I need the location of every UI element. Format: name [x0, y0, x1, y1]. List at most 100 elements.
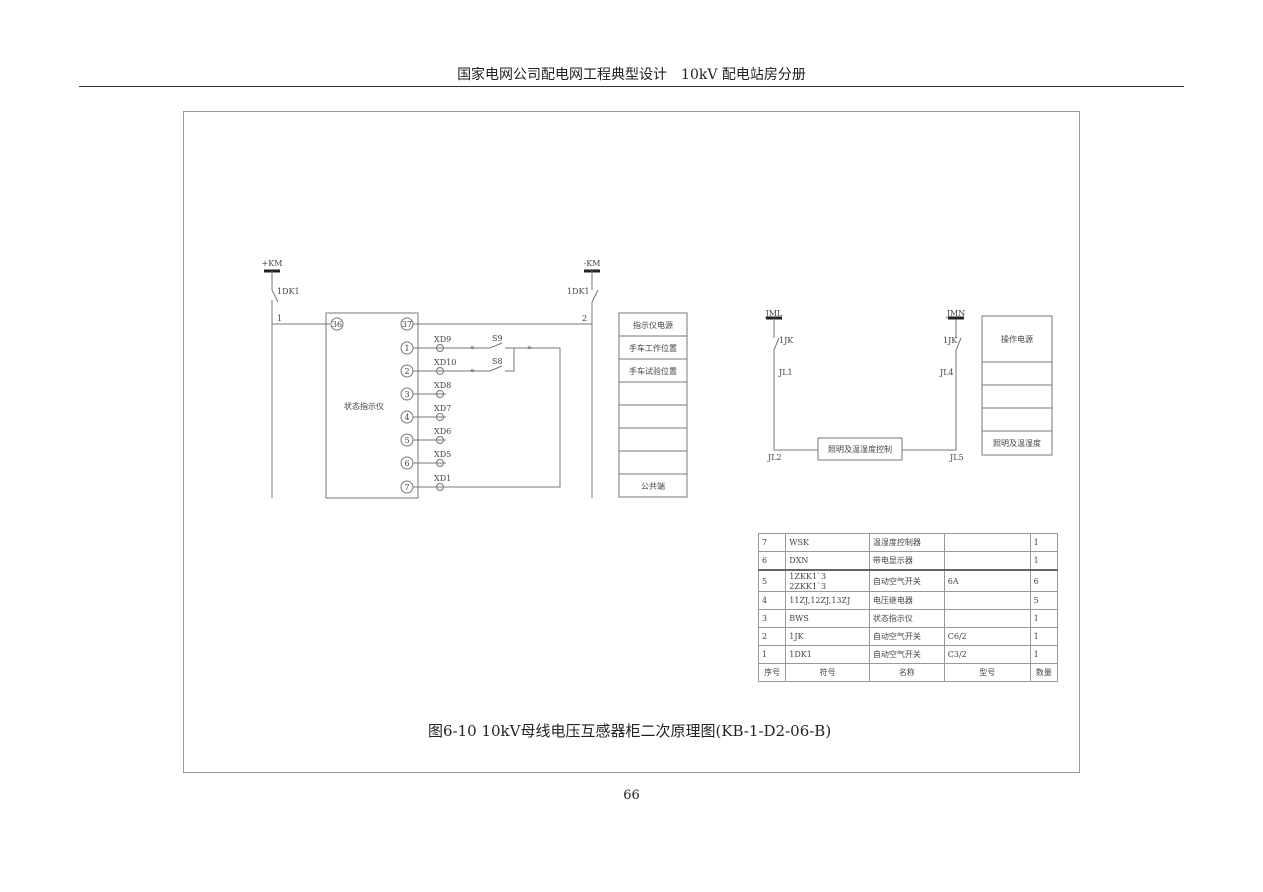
- legend-cell: [981, 430, 1053, 456]
- table-cell: 1ZKK1`3 2ZKK1`3: [785, 569, 870, 592]
- terminal-number: 4: [404, 413, 409, 422]
- table-cell: 名称: [868, 663, 945, 682]
- table-cell: 1: [1029, 645, 1059, 664]
- breaker-label: 1DK1: [567, 287, 590, 296]
- table-cell: 型号: [943, 663, 1031, 682]
- legend-cell: [981, 407, 1053, 432]
- terminal-block-icon: [436, 390, 444, 398]
- status-indicator-box: [325, 312, 419, 499]
- terminal-label: JL5: [949, 453, 964, 462]
- node-label: 2: [582, 314, 587, 323]
- bus-jmn-label: JMN: [946, 309, 965, 318]
- xd-label: XD5: [434, 450, 451, 459]
- bus-jml-label: JML: [765, 309, 783, 318]
- table-cell: 1: [1029, 533, 1059, 552]
- legend-label: 公共端: [641, 481, 665, 491]
- switch-label: 1JK: [779, 336, 794, 345]
- legend-label: 操作电源: [1001, 334, 1033, 344]
- switch-label: 1JK: [943, 336, 958, 345]
- legend-cell: [981, 361, 1053, 386]
- bus-neg-label: -KM: [584, 259, 601, 268]
- table-cell: 自动空气开关: [868, 627, 945, 646]
- xd-label: XD9: [434, 335, 451, 344]
- node-label: 1: [277, 314, 282, 323]
- switch-s9-label: S9: [492, 334, 503, 343]
- table-cell: 1JK: [785, 627, 870, 646]
- xd-label: XD10: [434, 358, 456, 367]
- table-cell: [943, 533, 1031, 552]
- legend-cell: [618, 473, 688, 498]
- terminal-number: 6: [404, 459, 409, 468]
- table-cell: [943, 551, 1031, 571]
- terminal-label: JL1: [778, 368, 793, 377]
- terminal-block-icon: [436, 367, 444, 375]
- legend-label: 指示仪电源: [633, 320, 673, 330]
- legend-label: 手车工作位置: [629, 343, 677, 353]
- table-cell: 1: [1029, 627, 1059, 646]
- legend-label: 照明及温湿度: [993, 438, 1041, 448]
- table-cell: BWS: [785, 609, 870, 628]
- table-cell: 温湿度控制器: [868, 533, 945, 552]
- table-cell: WSK: [785, 533, 870, 552]
- table-cell: 电压继电器: [868, 591, 945, 610]
- terminal-block-icon: [436, 413, 444, 421]
- bus-pos-label: +KM: [262, 259, 283, 268]
- page-number: 66: [623, 788, 640, 803]
- page-header: 国家电网公司配电网工程典型设计 10kV 配电站房分册: [457, 67, 806, 83]
- table-cell: 自动空气开关: [868, 569, 945, 592]
- table-row: 序号符号名称型号数量: [757, 663, 1059, 682]
- svg-text:»: »: [527, 343, 532, 352]
- terminal-block-icon: [436, 436, 444, 444]
- table-cell: [943, 591, 1031, 610]
- terminal-block-icon: [436, 483, 444, 491]
- xd-label: XD8: [434, 381, 451, 390]
- terminal-number: 3: [404, 390, 409, 399]
- svg-text:«: «: [470, 366, 475, 375]
- table-cell: 数量: [1029, 663, 1059, 682]
- table-cell: 1: [757, 645, 787, 664]
- table-cell: 5: [757, 569, 787, 592]
- xd-label: XD1: [434, 474, 451, 483]
- terminal-label: JL2: [767, 453, 782, 462]
- legend-label: 手车试验位置: [629, 366, 677, 376]
- control-box-label: 照明及温湿度控制: [828, 444, 892, 454]
- breaker-label: 1DK1: [277, 287, 300, 296]
- table-cell: C3/2: [943, 645, 1031, 664]
- legend-cell: [981, 384, 1053, 409]
- terminal-number: 1: [404, 344, 409, 353]
- legend-cell: [618, 427, 688, 452]
- table-cell: 序号: [757, 663, 787, 682]
- header-rule: [79, 86, 1184, 87]
- legend-cell: [618, 404, 688, 429]
- table-cell: 带电显示器: [868, 551, 945, 571]
- table-cell: 3: [757, 609, 787, 628]
- table-cell: 6: [1029, 569, 1059, 592]
- drawing-frame: [183, 111, 1080, 773]
- table-cell: 7: [757, 533, 787, 552]
- legend-cell: [618, 381, 688, 406]
- terminal-block-icon: [436, 344, 444, 352]
- xd-label: XD6: [434, 427, 451, 436]
- table-cell: 2: [757, 627, 787, 646]
- terminal-label: JL4: [939, 368, 954, 377]
- terminal-number: 2: [404, 367, 409, 376]
- svg-text:«: «: [470, 343, 475, 352]
- terminal-block-icon: [436, 459, 444, 467]
- switch-s8-label: S8: [492, 357, 503, 366]
- table-cell: 5: [1029, 591, 1059, 610]
- table-cell: 自动空气开关: [868, 645, 945, 664]
- table-cell: DXN: [785, 551, 870, 571]
- device-label: 状态指示仪: [344, 401, 384, 411]
- legend-cell: [618, 450, 688, 475]
- table-cell: 6A: [943, 569, 1031, 592]
- table-cell: C6/2: [943, 627, 1031, 646]
